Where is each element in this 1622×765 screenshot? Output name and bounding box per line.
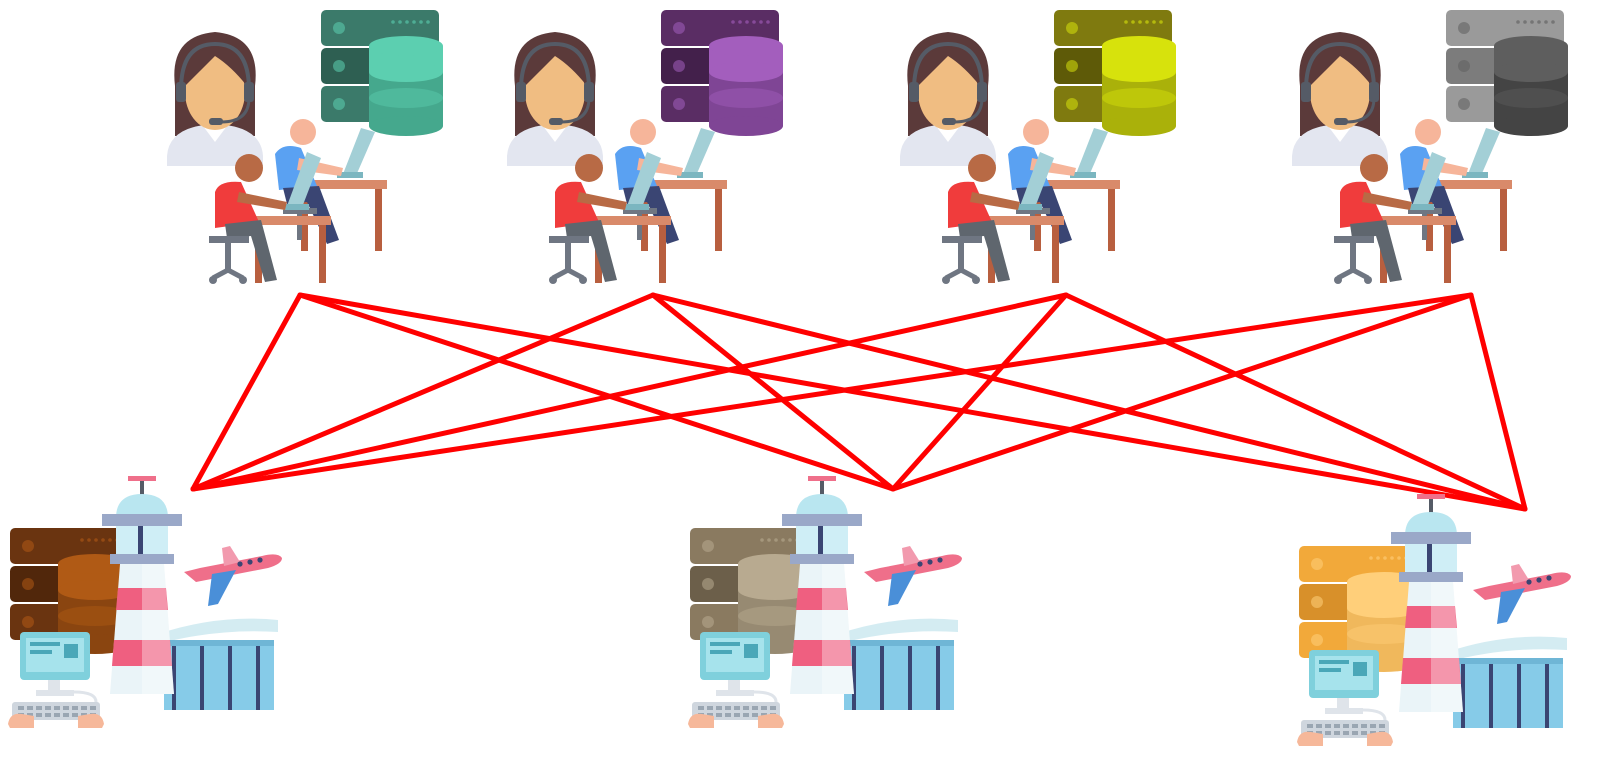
office-nodes: [167, 10, 1568, 284]
terminal-building-icon: [838, 618, 958, 710]
link-office-3-airport-3: [1063, 292, 1528, 512]
terminal-building-icon: [158, 618, 278, 710]
airplane-icon: [1473, 564, 1571, 624]
database-server-icon: [1446, 10, 1568, 136]
link-office-3-airport-2: [890, 292, 1069, 492]
database-server-icon: [1054, 10, 1176, 136]
office-node: [507, 10, 783, 284]
office-workers-icon: [549, 119, 727, 284]
control-tower-icon: [782, 476, 862, 694]
control-tower-icon: [1391, 494, 1471, 712]
call-center-agent-icon: [507, 32, 603, 166]
computer-terminal-icon: [688, 632, 784, 728]
terminal-building-icon: [1447, 636, 1567, 728]
link-office-1-airport-1: [190, 292, 303, 492]
call-center-agent-icon: [1292, 32, 1388, 166]
database-server-icon: [321, 10, 443, 136]
office-workers-icon: [942, 119, 1120, 284]
call-center-agent-icon: [167, 32, 263, 166]
link-office-4-airport-3: [1468, 292, 1528, 512]
link-office-4-airport-2: [890, 292, 1474, 492]
office-workers-icon: [1334, 119, 1512, 284]
link-office-3-airport-1: [190, 292, 1069, 492]
airport-node: [1297, 494, 1571, 746]
airport-node: [8, 476, 282, 728]
control-tower-icon: [102, 476, 182, 694]
call-center-agent-icon: [900, 32, 996, 166]
airplane-icon: [864, 546, 962, 606]
link-office-4-airport-1: [190, 292, 1474, 492]
computer-terminal-icon: [8, 632, 104, 728]
database-server-icon: [661, 10, 783, 136]
computer-terminal-icon: [1297, 650, 1393, 746]
link-office-1-airport-2: [297, 292, 896, 492]
office-node: [900, 10, 1176, 284]
airplane-icon: [184, 546, 282, 606]
link-office-1-airport-3: [297, 292, 1528, 512]
connection-links: [190, 292, 1528, 512]
office-node: [1292, 10, 1568, 284]
airport-node: [688, 476, 962, 728]
link-office-2-airport-3: [650, 292, 1528, 512]
link-office-2-airport-1: [190, 292, 656, 492]
office-node: [167, 10, 443, 284]
airport-nodes: [8, 476, 1571, 746]
office-workers-icon: [209, 119, 387, 284]
link-office-2-airport-2: [650, 292, 896, 492]
